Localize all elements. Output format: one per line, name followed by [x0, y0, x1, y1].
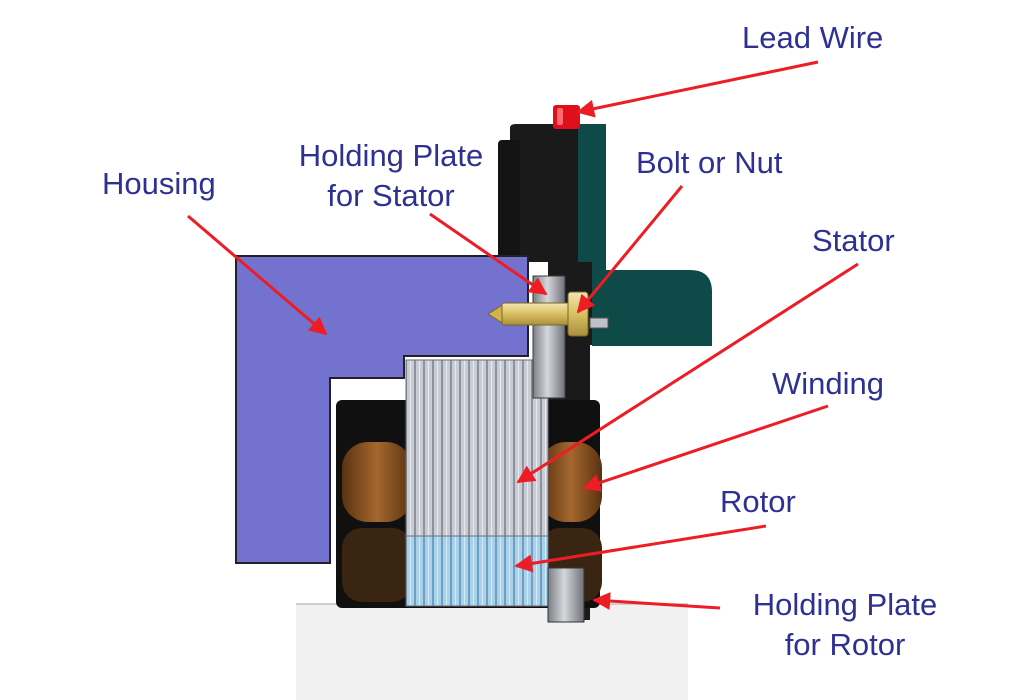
stator-laminations	[405, 359, 549, 537]
leader-arrows	[187, 60, 859, 611]
winding-right	[540, 442, 602, 522]
base-floor	[296, 604, 688, 700]
label-holding-plate-stator: Holding Plate for Stator	[282, 136, 500, 216]
label-holding-plate-stator-line1: Holding Plate	[298, 138, 484, 173]
arrow-housing	[187, 214, 328, 336]
label-bolt-or-nut: Bolt or Nut	[636, 145, 783, 180]
arrow-rotor	[514, 524, 767, 573]
label-holding-plate-rotor-line1: Holding Plate	[752, 587, 938, 622]
body-left-cap	[498, 140, 520, 262]
bolt-head	[567, 291, 589, 337]
arrow-holding-plate-stator	[429, 212, 548, 296]
motor-flange-teal	[578, 124, 712, 346]
rotor-shaft	[547, 567, 585, 623]
label-rotor: Rotor	[720, 484, 796, 519]
label-holding-plate-rotor: Holding Plate for Rotor	[736, 585, 954, 665]
bolt-end	[589, 317, 609, 329]
arrow-lead-wire	[576, 60, 819, 118]
winding-left	[342, 442, 412, 522]
arrow-winding	[582, 404, 829, 492]
label-housing: Housing	[102, 166, 216, 201]
arrow-holding-plate-rotor	[592, 592, 721, 611]
label-winding: Winding	[772, 366, 884, 401]
stator-holding-plate	[532, 275, 566, 399]
label-holding-plate-rotor-line2: for Rotor	[784, 627, 906, 662]
arrow-stator	[516, 262, 859, 484]
label-stator: Stator	[812, 223, 895, 258]
lead-wire-cap-shine	[557, 108, 563, 125]
rotor-laminations	[405, 535, 549, 607]
bolt-shank	[501, 302, 573, 326]
arrow-bolt-or-nut	[576, 185, 684, 314]
label-lead-wire: Lead Wire	[742, 20, 884, 55]
label-holding-plate-stator-line2: for Stator	[327, 178, 455, 213]
winding-left-lower	[342, 528, 412, 602]
